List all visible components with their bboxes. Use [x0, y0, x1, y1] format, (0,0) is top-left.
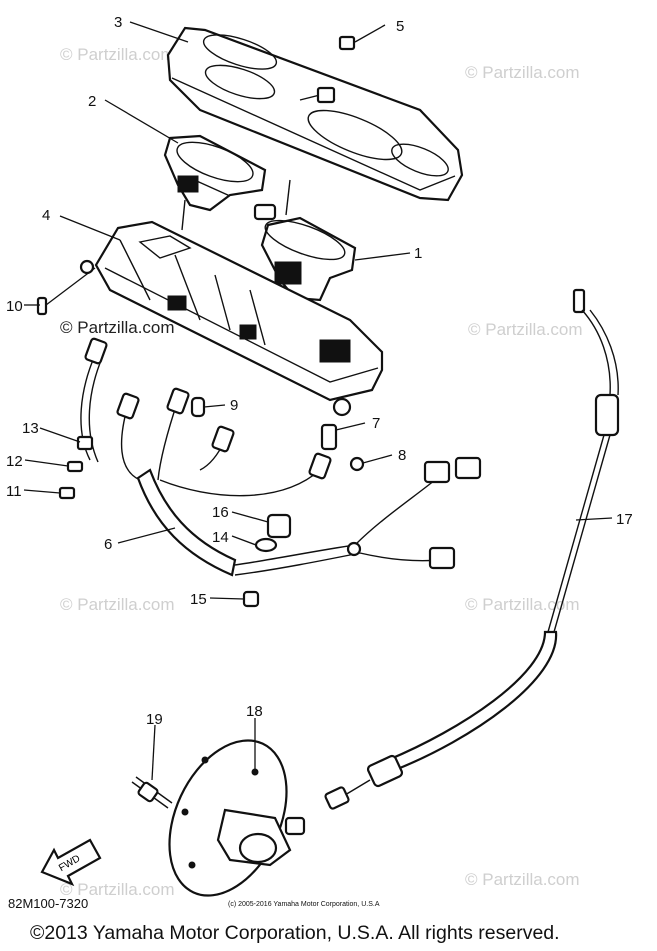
- callout-17: 17: [616, 511, 633, 528]
- watermark-2: © Partzilla.com: [465, 63, 580, 82]
- part-10-screw: [36, 296, 48, 316]
- callout-16: 16: [212, 504, 229, 521]
- callout-9: 9: [230, 397, 238, 414]
- callouts: 1 2 3 4 5 6 7 8 9 10 11 12 13 14 15 16 1…: [6, 14, 633, 728]
- small-parts: [58, 435, 94, 500]
- watermark-6: © Partzilla.com: [465, 595, 580, 614]
- callout-3: 3: [114, 14, 122, 31]
- watermarks: © Partzilla.com © Partzilla.com © Partzi…: [60, 45, 583, 899]
- callout-19: 19: [146, 711, 163, 728]
- part-15-nut: [242, 590, 260, 608]
- part-9-bulb: [190, 396, 206, 418]
- watermark-5: © Partzilla.com: [60, 595, 175, 614]
- callout-15: 15: [190, 591, 207, 608]
- watermark-7: © Partzilla.com: [60, 880, 175, 899]
- callout-10: 10: [6, 298, 23, 315]
- watermark-4: © Partzilla.com: [468, 320, 583, 339]
- fwd-arrow: FWD: [40, 838, 102, 887]
- callout-7: 7: [372, 415, 380, 432]
- callout-18: 18: [246, 703, 263, 720]
- watermark-8: © Partzilla.com: [465, 870, 580, 889]
- watermark-3: © Partzilla.com: [60, 318, 175, 337]
- small-copyright: (c) 2005-2016 Yamaha Motor Corporation, …: [228, 901, 380, 908]
- leader-lines: [23, 21, 613, 781]
- part-13-grommet: [76, 435, 94, 451]
- part-19-bolt: [131, 776, 173, 809]
- callout-6: 6: [104, 536, 112, 553]
- callout-8: 8: [398, 447, 406, 464]
- part-12-clamp: [66, 460, 84, 473]
- part-7-socket: [320, 423, 338, 451]
- part-4-meter-case: [79, 220, 384, 417]
- callout-14: 14: [212, 529, 229, 546]
- callout-5: 5: [396, 18, 404, 35]
- part-16-grommet: [266, 513, 292, 539]
- part-8-screw: [349, 456, 365, 472]
- callout-11: 11: [6, 483, 22, 500]
- callout-12: 12: [6, 453, 23, 470]
- callout-2: 2: [88, 93, 96, 110]
- part-18-gear-unit: [168, 739, 306, 897]
- part-1-meter: [253, 179, 357, 302]
- copyright-notice: ©2013 Yamaha Motor Corporation, U.S.A. A…: [30, 922, 560, 944]
- part-17-cable: [324, 288, 620, 810]
- part-5-grommet: [316, 35, 356, 104]
- callout-4: 4: [42, 207, 50, 224]
- part-14-grommet: [254, 537, 278, 553]
- callout-1: 1: [414, 245, 422, 262]
- part-6-wire-harness: [80, 337, 482, 577]
- grommets: [242, 513, 292, 608]
- diagram-code: 82M100-7320: [8, 896, 89, 911]
- part-11-clamp: [58, 486, 76, 500]
- part-3-meter-cover: [166, 26, 464, 202]
- callout-13: 13: [22, 420, 39, 437]
- part-2-meter: [163, 134, 267, 231]
- watermark-1: © Partzilla.com: [60, 45, 175, 64]
